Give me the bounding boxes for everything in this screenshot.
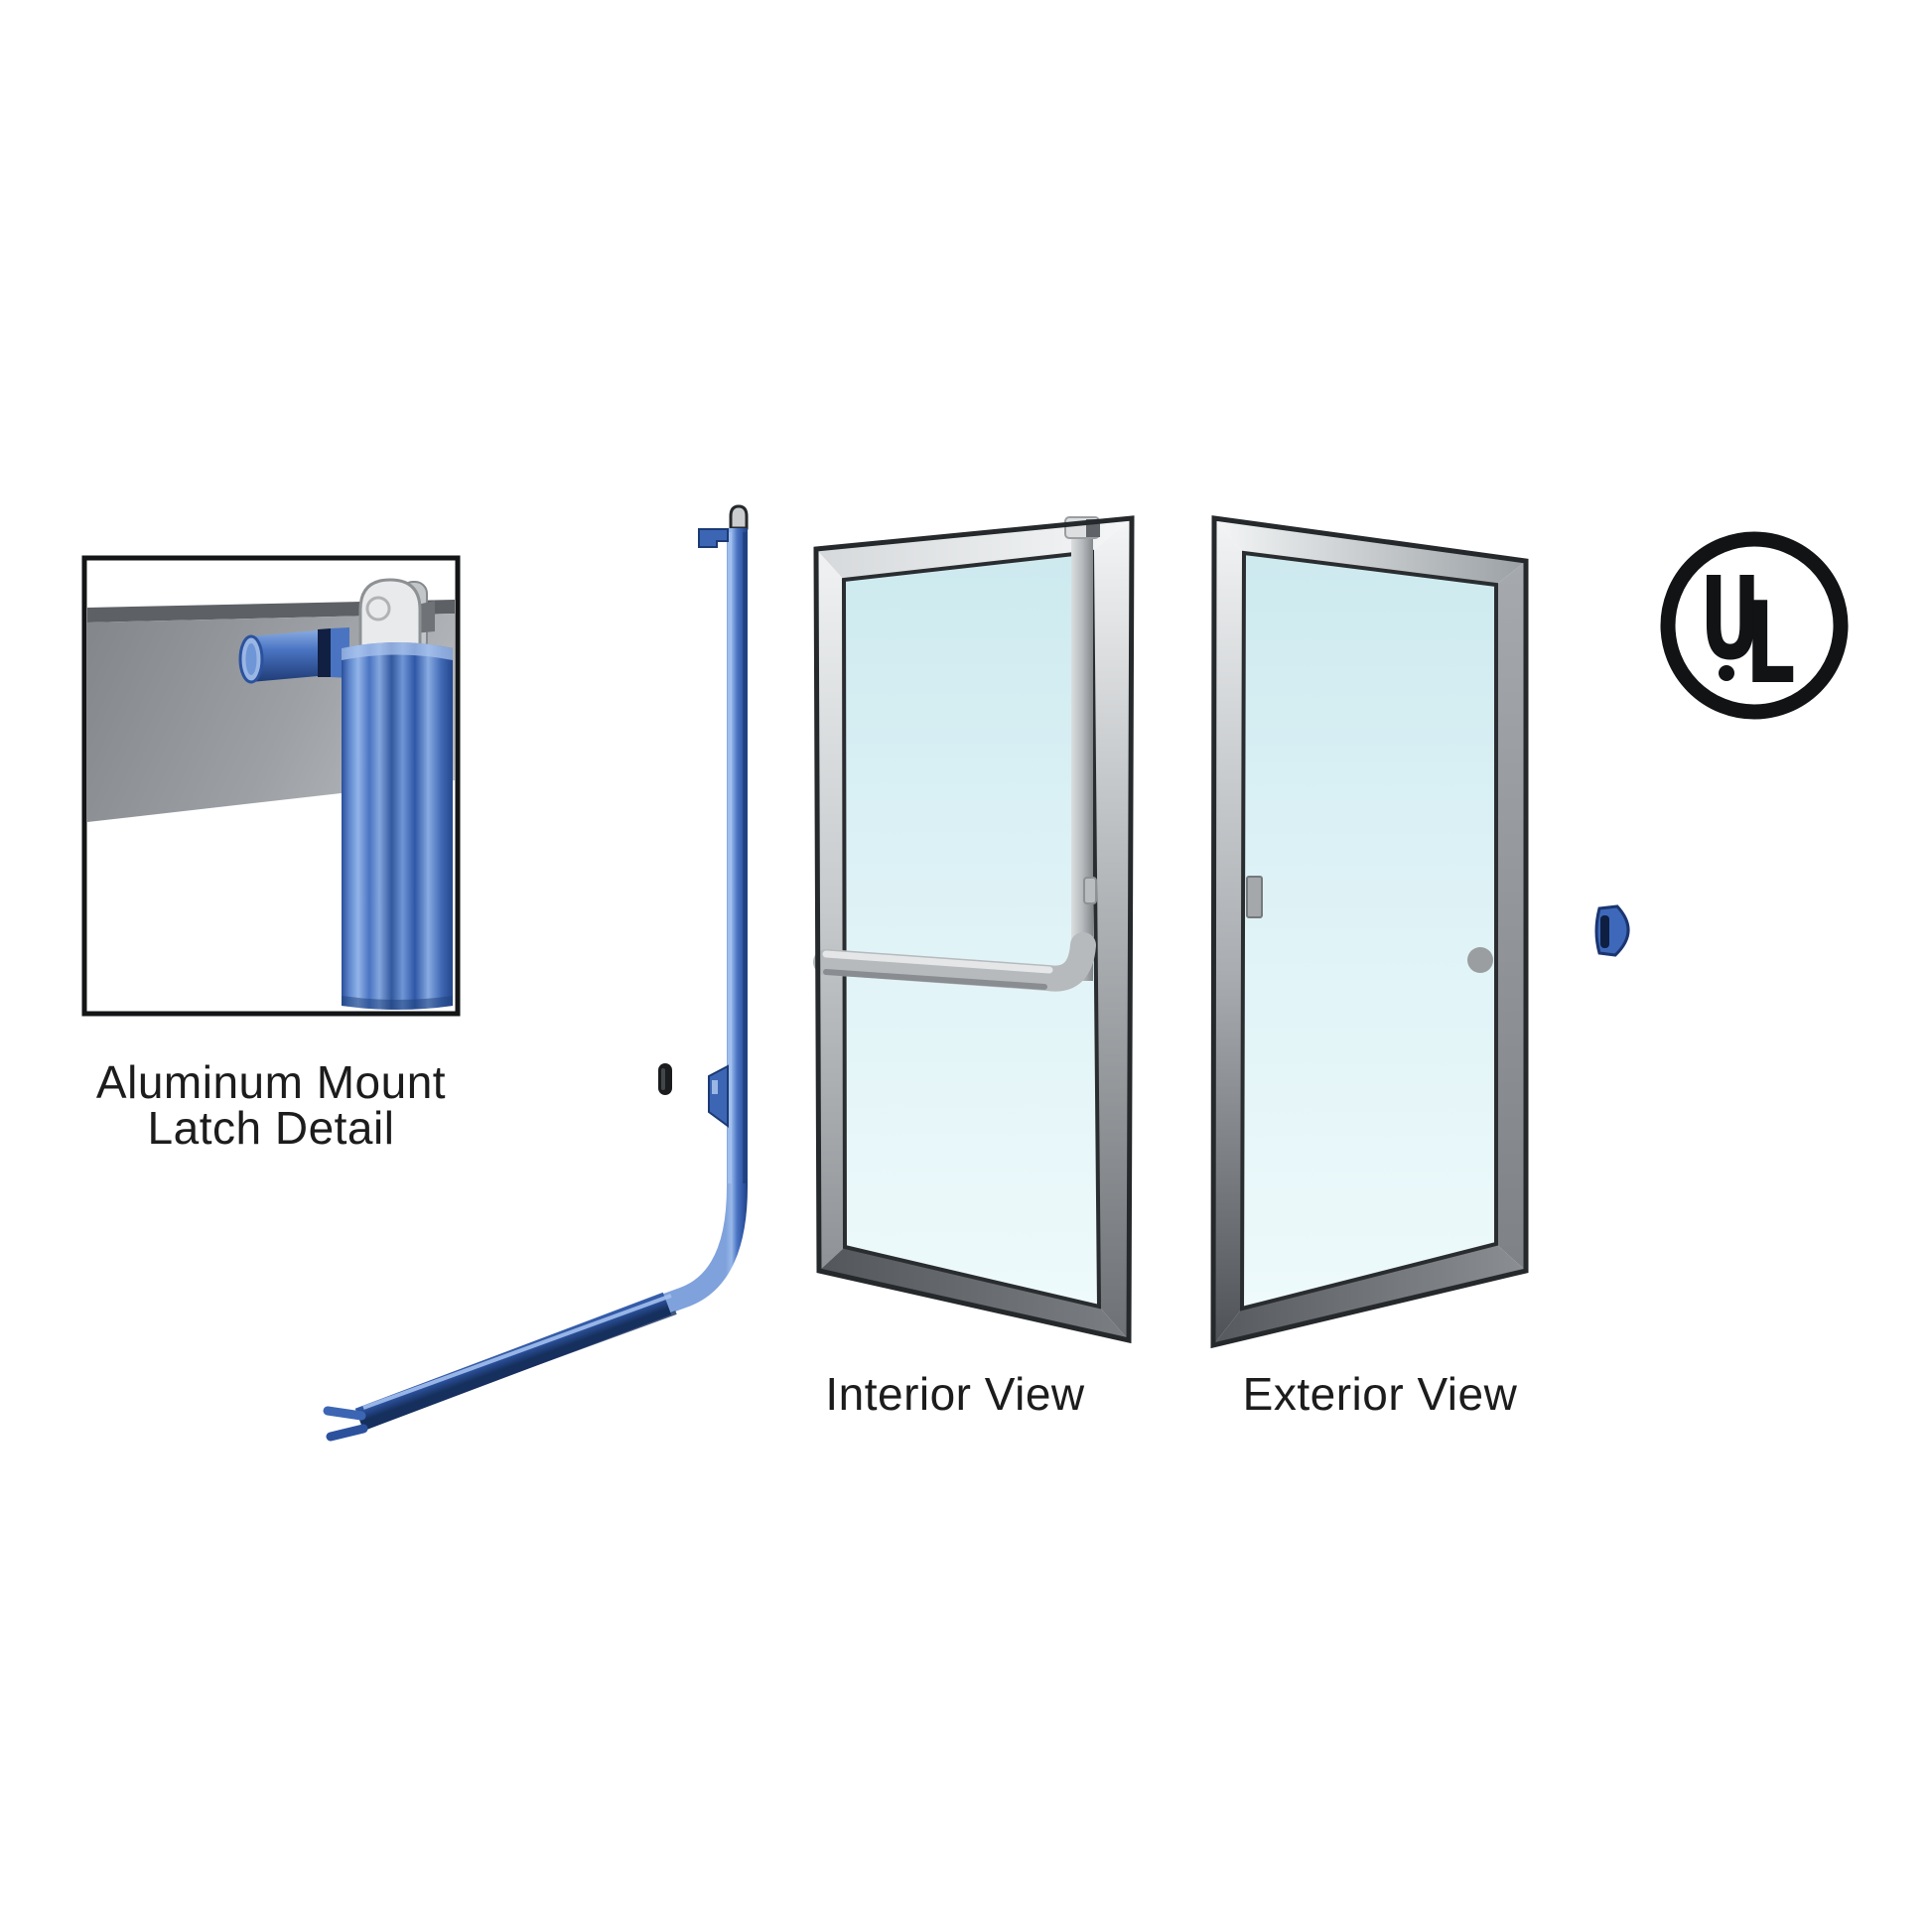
door-rod-latch-tab xyxy=(1083,877,1097,904)
interior-door-left-stile xyxy=(816,549,845,1271)
bar-tip-upper-prong xyxy=(323,1406,366,1421)
door-push-bar-shadow xyxy=(823,969,1047,990)
ul-logo-circle xyxy=(1660,531,1849,720)
exterior-door-bottom-rail xyxy=(1213,1244,1526,1345)
strike-keeper-sheen xyxy=(661,1068,665,1090)
exterior-latch-plate xyxy=(1246,876,1263,918)
ul-logo-letter-l: L xyxy=(1745,579,1795,710)
inset-caption-line1: Aluminum Mount xyxy=(95,1056,447,1108)
exterior-door-outline xyxy=(1210,515,1529,1349)
door-push-bar-highlight xyxy=(822,950,1053,974)
exterior-door xyxy=(1210,515,1529,1349)
interior-door xyxy=(813,515,1135,1344)
bar-tip-lower-prong xyxy=(326,1424,368,1442)
exterior-view-label: Exterior View xyxy=(1242,1368,1518,1420)
interior-door-bottom-rail xyxy=(819,1247,1129,1340)
rod-push-bar xyxy=(354,1292,672,1432)
rod-top-latch-icon xyxy=(729,504,749,530)
inset-vertical-rod xyxy=(342,642,453,1010)
mount-cylinder-ring xyxy=(318,628,331,677)
exterior-cylinder-lock xyxy=(1467,947,1493,973)
rod-guide-bracket-slot xyxy=(712,1080,718,1094)
rod-main xyxy=(646,528,748,1319)
interior-door-glass xyxy=(841,549,1102,1310)
exterior-door-top-rail xyxy=(1214,518,1526,585)
inset-caption-line2: Latch Detail xyxy=(147,1102,395,1154)
inset-rod-top-sheen xyxy=(342,642,453,660)
ul-certification-logo: U L xyxy=(1660,531,1849,720)
mount-cylinder-cap-core xyxy=(245,643,257,675)
mount-cylinder-body xyxy=(251,630,318,682)
interior-view-label: Interior View xyxy=(825,1368,1085,1420)
inset-rod-bottom-shade xyxy=(342,996,453,1010)
exterior-door-glass xyxy=(1239,550,1498,1311)
ul-logo-dot xyxy=(1719,665,1734,681)
interior-door-outline xyxy=(813,515,1135,1344)
ul-logo-letter-u: U xyxy=(1700,553,1761,685)
thumbturn-slot xyxy=(1600,915,1609,948)
inset-border xyxy=(81,555,461,1017)
interior-door-top-rail xyxy=(816,518,1132,580)
rod-guide-bracket xyxy=(708,1064,729,1128)
door-push-bar xyxy=(813,932,1096,992)
thumbturn xyxy=(1594,904,1630,957)
interior-door-right-stile xyxy=(1092,518,1132,1340)
latch-pivot-detail xyxy=(365,596,391,621)
exterior-door-left-stile xyxy=(1213,518,1244,1345)
bar-groove-line xyxy=(368,1311,677,1427)
exterior-door-right-stile xyxy=(1496,561,1526,1271)
bar-highlight-line xyxy=(362,1294,672,1410)
vertical-rod-exit-device xyxy=(323,504,749,1442)
door-rod xyxy=(1071,536,1093,981)
latch-detail-inset xyxy=(81,555,461,1017)
rod-top-bracket xyxy=(698,528,729,548)
